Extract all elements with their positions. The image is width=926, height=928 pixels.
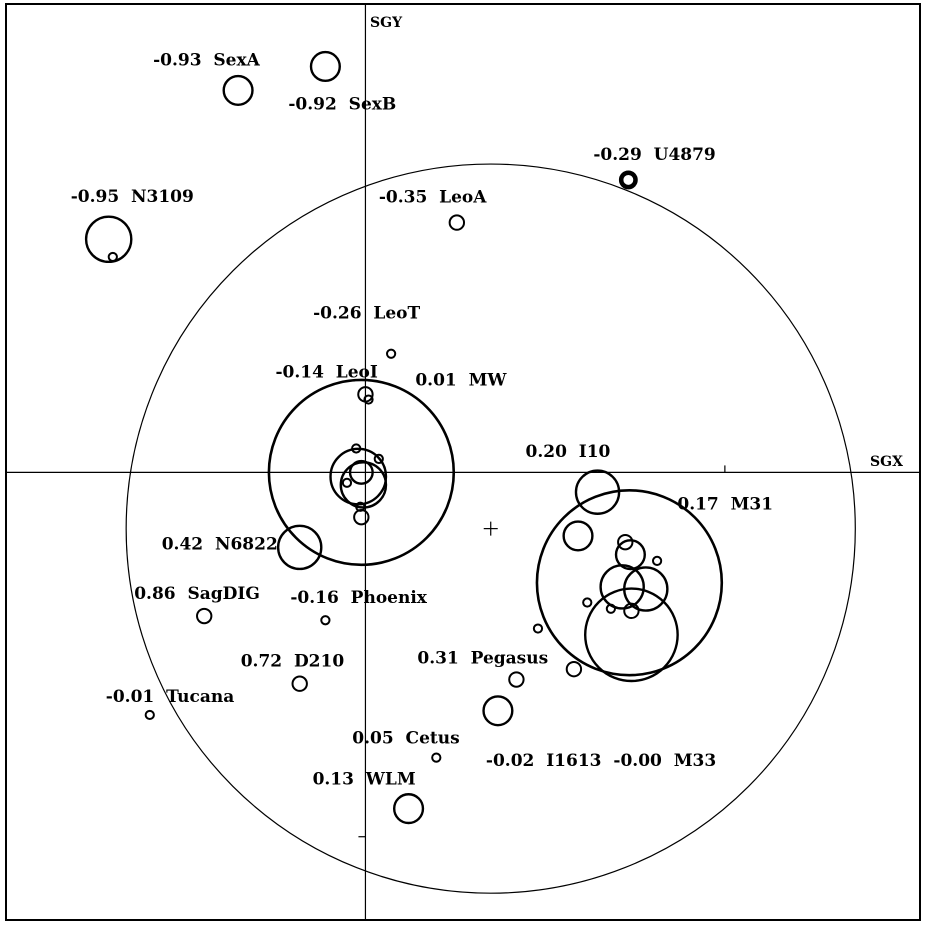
galaxy-label: 0.20 I10 bbox=[526, 442, 611, 462]
galaxy-label: 0.13 WLM bbox=[313, 770, 416, 790]
galaxy-label: -0.92 SexB bbox=[288, 94, 396, 114]
galaxy-marker bbox=[291, 675, 308, 692]
galaxy-marker bbox=[222, 74, 254, 106]
unlabeled-galaxy-marker bbox=[373, 453, 384, 464]
galaxy-marker bbox=[482, 695, 514, 727]
unlabeled-galaxy-marker bbox=[651, 555, 663, 566]
galaxy-labels: -0.93 SexA -0.92 SexB -0.29 U4879 -0.95 N31… bbox=[71, 50, 773, 789]
galaxy-marker bbox=[431, 752, 442, 763]
galaxy-label: -0.00 M33 bbox=[613, 751, 716, 771]
galaxy-label: -0.02 I1613 bbox=[486, 751, 602, 771]
galaxy-label: 0.05 Cetus bbox=[352, 729, 459, 749]
galaxy-marker bbox=[618, 170, 638, 190]
labeled-galaxies bbox=[84, 50, 724, 825]
y-axis-label: SGY bbox=[370, 15, 403, 31]
galaxy-marker bbox=[320, 615, 331, 626]
galaxy-marker bbox=[584, 587, 679, 683]
galaxy-label: 0.42 N6822 bbox=[162, 534, 278, 554]
unlabeled-galaxy-marker bbox=[582, 597, 593, 608]
galaxy-marker bbox=[508, 671, 525, 688]
plot-frame bbox=[5, 3, 921, 921]
unlabeled-galaxy-marker bbox=[363, 394, 374, 405]
galaxy-marker bbox=[357, 386, 374, 403]
galaxy-marker bbox=[196, 607, 213, 625]
unlabeled-galaxy-marker bbox=[614, 539, 646, 571]
unlabeled-galaxy-marker bbox=[623, 602, 640, 620]
galaxy-label: -0.93 SexA bbox=[153, 50, 261, 70]
galaxy-label: -0.16 Phoenix bbox=[290, 588, 427, 608]
unlabeled-galaxy-marker bbox=[599, 564, 645, 610]
galaxy-marker bbox=[84, 215, 133, 264]
galaxy-marker bbox=[309, 50, 341, 83]
galaxy-label: -0.35 LeoA bbox=[379, 188, 487, 208]
unlabeled-galaxy-marker bbox=[562, 520, 594, 552]
unlabeled-galaxy-marker bbox=[565, 660, 583, 678]
galaxy-label: 0.01 MW bbox=[415, 370, 507, 390]
unlabeled-galaxy-marker bbox=[348, 459, 374, 485]
galaxy-label: -0.26 LeoT bbox=[313, 304, 420, 324]
galaxy-label: 0.17 M31 bbox=[677, 495, 773, 515]
galaxy-label: 0.72 D210 bbox=[241, 652, 345, 672]
boundary-circle bbox=[125, 163, 856, 894]
galaxy-marker bbox=[144, 709, 155, 721]
galaxy-marker bbox=[448, 214, 466, 231]
galaxy-label: -0.95 N3109 bbox=[71, 187, 194, 207]
unlabeled-galaxy-marker bbox=[532, 623, 544, 634]
galaxy-marker bbox=[535, 489, 724, 677]
unlabeled-galaxy-marker bbox=[617, 533, 634, 551]
galaxy-marker bbox=[276, 524, 323, 571]
galaxy-marker bbox=[267, 378, 456, 567]
unlabeled-galaxy-marker bbox=[353, 508, 370, 526]
galaxy-label: -0.29 U4879 bbox=[593, 145, 715, 165]
galaxy-label: -0.14 LeoI bbox=[275, 362, 377, 382]
unlabeled-galaxy-marker bbox=[329, 447, 388, 506]
galaxy-label: -0.01 Tucana bbox=[106, 687, 235, 707]
x-axis-label: SGX bbox=[870, 454, 903, 470]
unlabeled-galaxy-marker bbox=[605, 603, 616, 614]
galaxy-marker bbox=[386, 348, 397, 359]
galaxy-label: 0.86 SagDIG bbox=[134, 584, 260, 604]
unlabeled-galaxy-marker bbox=[339, 461, 388, 509]
galaxy-marker bbox=[392, 793, 425, 825]
galaxy-label: 0.31 Pegasus bbox=[417, 649, 548, 669]
unlabeled-galaxy-marker bbox=[341, 477, 353, 488]
center-cross-marker bbox=[483, 521, 498, 536]
